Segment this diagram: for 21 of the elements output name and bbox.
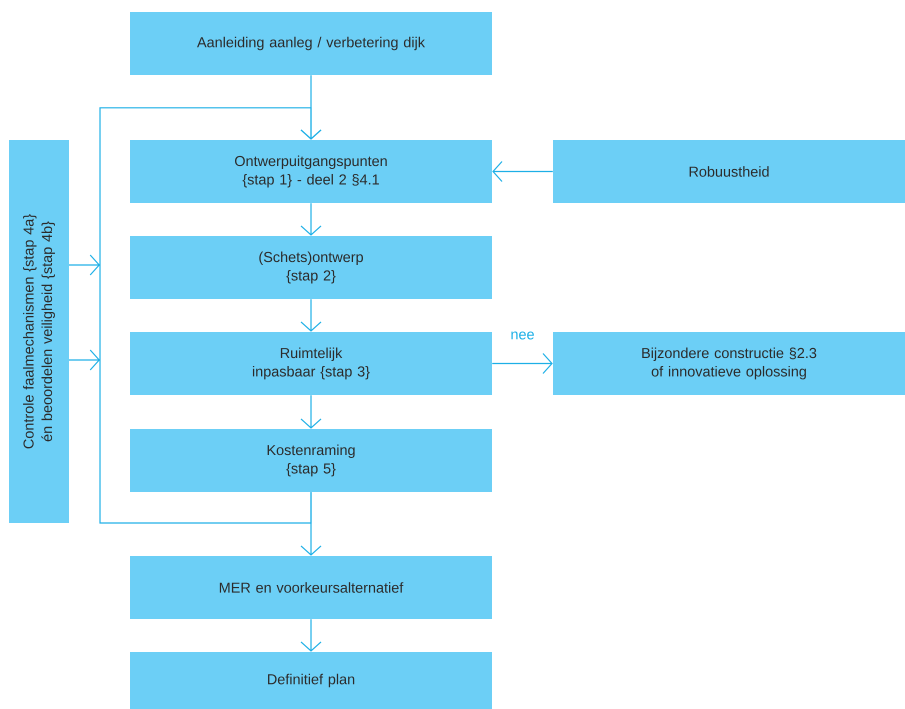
side-box: Controle faalmechanismen {stap 4a} én beoordelen veiligheid {stap 4b} bbox=[9, 140, 69, 523]
process-box: Robuustheid bbox=[553, 140, 905, 203]
arrow bbox=[300, 395, 322, 429]
process-box: Ontwerpuitgangspunten {stap 1} - deel 2 §4.1 bbox=[130, 140, 492, 203]
process-box: Kostenraming {stap 5} bbox=[130, 428, 492, 492]
process-box: Definitief plan bbox=[130, 652, 492, 709]
arrow bbox=[99, 107, 322, 524]
process-box: Ruimtelijk inpasbaar {stap 3} bbox=[130, 332, 492, 395]
process-box: MER en voorkeursalternatief bbox=[130, 556, 492, 619]
arrow bbox=[69, 254, 100, 276]
arrow bbox=[300, 619, 322, 652]
arrow bbox=[300, 299, 322, 332]
arrow bbox=[492, 161, 553, 182]
process-box: Aanleiding aanleg / verbetering dijk bbox=[130, 12, 492, 75]
arrow bbox=[300, 492, 322, 556]
edge-label: nee bbox=[511, 332, 534, 340]
arrow bbox=[492, 353, 553, 374]
arrow bbox=[69, 350, 100, 370]
process-box: (Schets)ontwerp {stap 2} bbox=[130, 236, 492, 299]
process-box: Bijzondere constructie §2.3 of innovatieve oplossing bbox=[553, 332, 905, 395]
arrow bbox=[300, 203, 322, 236]
